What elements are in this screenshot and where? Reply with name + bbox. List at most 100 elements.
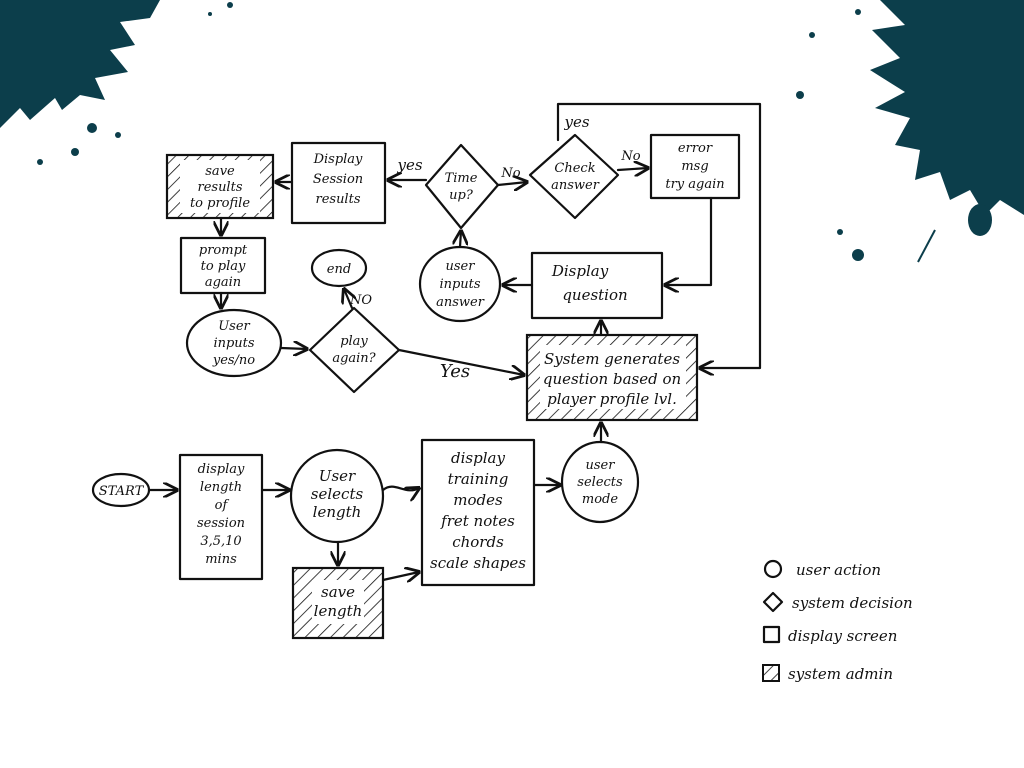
node-check-answer-decision: Check answer: [528, 133, 620, 220]
edge-save-length-to-training-modes: [381, 572, 419, 580]
node-user-selects-length: User selects length: [289, 448, 385, 544]
edge-labels: yes No No yes NO Yes: [349, 113, 641, 382]
node-display-session-results: Display Session results: [290, 141, 387, 225]
svg-text:session: session: [197, 516, 245, 531]
legend-system-decision: system decision: [762, 591, 913, 613]
svg-text:System generates: System generates: [544, 350, 680, 368]
svg-text:try again: try again: [665, 177, 724, 192]
svg-text:User: User: [319, 467, 356, 485]
ink-splatter-top-right: [796, 0, 1024, 263]
ink-splatter-top-left: [0, 0, 233, 165]
svg-text:msg: msg: [681, 159, 708, 174]
edge-play-again-no-to-end: [344, 289, 352, 310]
svg-text:Check: Check: [554, 161, 595, 176]
svg-text:again: again: [205, 275, 241, 290]
svg-text:User: User: [218, 319, 250, 334]
legend: user action system decision display scre…: [762, 559, 913, 683]
svg-text:to profile: to profile: [190, 196, 250, 211]
svg-text:chords: chords: [452, 533, 504, 551]
svg-text:inputs: inputs: [439, 277, 480, 292]
legend-system-admin: system admin: [762, 664, 893, 683]
svg-text:Session: Session: [313, 172, 363, 187]
svg-text:modes: modes: [453, 491, 503, 509]
svg-text:Time: Time: [445, 171, 478, 186]
svg-text:training: training: [448, 470, 509, 488]
svg-text:mode: mode: [582, 492, 618, 507]
label-time-up-yes: yes: [396, 156, 422, 174]
svg-text:question based on: question based on: [543, 370, 681, 388]
edge-user-selects-to-training-modes: [381, 485, 419, 491]
svg-text:system decision: system decision: [792, 594, 913, 612]
svg-text:display: display: [198, 462, 245, 477]
svg-text:error: error: [678, 141, 713, 156]
label-play-again-no: NO: [349, 293, 372, 308]
label-check-no: No: [620, 149, 640, 164]
node-user-inputs-yes-no: User inputs yes/no: [185, 308, 283, 378]
edge-time-up-no-to-check: [496, 182, 527, 185]
node-start: START: [91, 472, 151, 508]
svg-text:Display: Display: [551, 262, 609, 280]
svg-text:display: display: [451, 449, 505, 467]
edge-check-no-to-error: [616, 168, 648, 170]
node-play-again-decision: play again?: [308, 306, 401, 394]
svg-text:Display: Display: [313, 152, 363, 167]
label-time-up-no: No: [500, 166, 520, 181]
svg-text:yes/no: yes/no: [212, 353, 255, 368]
svg-text:length: length: [314, 602, 363, 620]
node-time-up-decision: Time up?: [424, 143, 500, 230]
svg-text:to play: to play: [201, 259, 246, 274]
svg-text:fret notes: fret notes: [440, 512, 515, 530]
edge-error-to-display-question: [665, 196, 713, 285]
svg-text:mins: mins: [205, 552, 237, 567]
edge-check-yes-to-system-generates: [556, 102, 762, 368]
svg-text:user action: user action: [796, 561, 881, 579]
node-error-msg: error msg try again: [649, 133, 741, 200]
svg-text:answer: answer: [436, 295, 485, 310]
svg-text:length: length: [200, 480, 242, 495]
svg-text:end: end: [327, 262, 351, 277]
svg-text:save: save: [205, 164, 235, 179]
svg-text:again?: again?: [332, 351, 376, 366]
svg-text:user: user: [446, 259, 476, 274]
svg-text:length: length: [313, 503, 362, 521]
svg-text:up?: up?: [449, 188, 474, 203]
node-system-generates-question: System generates question based on playe…: [525, 333, 699, 422]
node-display-training-modes: display training modes fret notes chords…: [420, 438, 536, 587]
svg-text:START: START: [99, 484, 145, 499]
svg-text:play: play: [340, 334, 368, 349]
svg-text:selects: selects: [577, 475, 623, 490]
node-prompt-play-again: prompt to play again: [179, 236, 267, 295]
svg-text:answer: answer: [551, 178, 600, 193]
svg-text:of: of: [215, 498, 230, 513]
label-play-again-yes: Yes: [440, 361, 470, 382]
svg-text:player profile lvl.: player profile lvl.: [547, 390, 677, 408]
svg-text:inputs: inputs: [213, 336, 254, 351]
node-display-question: Display question: [530, 251, 664, 320]
svg-text:display screen: display screen: [788, 627, 897, 645]
edges: [147, 102, 762, 580]
node-display-length: display length of session 3,5,10 mins: [178, 453, 264, 581]
edge-user-inputs-to-play-again: [279, 348, 307, 349]
svg-text:prompt: prompt: [199, 243, 248, 258]
svg-text:scale shapes: scale shapes: [430, 554, 526, 572]
svg-text:results: results: [315, 192, 360, 207]
node-user-inputs-answer: user inputs answer: [418, 245, 502, 323]
node-user-selects-mode: user selects mode: [560, 440, 640, 524]
svg-text:system admin: system admin: [788, 665, 893, 683]
svg-text:save: save: [321, 583, 355, 601]
svg-text:question: question: [562, 286, 627, 304]
node-save-results: save results to profile: [165, 153, 275, 220]
edge-user-inputs-to-time-up: [460, 231, 461, 249]
legend-display-screen: display screen: [762, 625, 897, 645]
edge-play-again-yes-to-system: [397, 348, 524, 375]
node-end: end: [310, 248, 368, 288]
legend-user-action: user action: [763, 559, 881, 579]
svg-text:3,5,10: 3,5,10: [200, 534, 241, 549]
node-save-length: save length: [291, 566, 385, 640]
svg-text:user: user: [586, 458, 616, 473]
svg-text:selects: selects: [311, 485, 364, 503]
label-check-yes: yes: [563, 113, 589, 131]
svg-text:results: results: [197, 180, 242, 195]
